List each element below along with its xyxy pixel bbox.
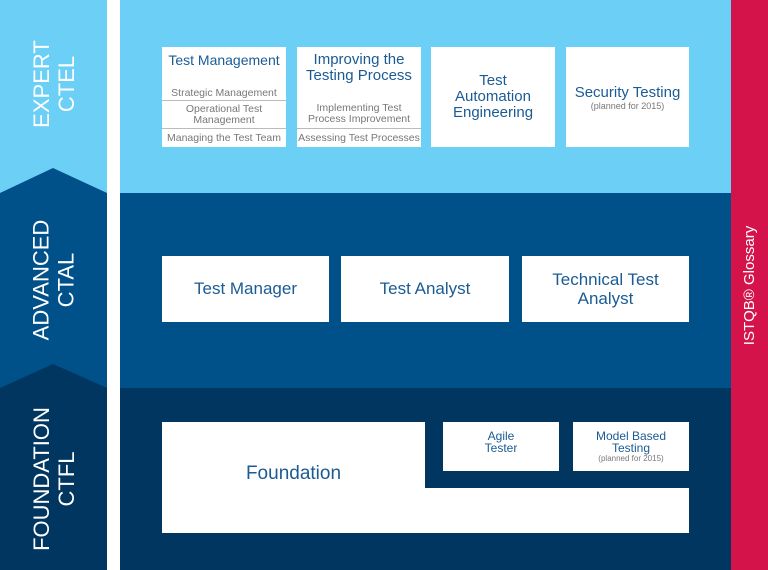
module-security-testing: Security Testing (planned for 2015) — [566, 47, 689, 147]
sub-module: Assessing Test Processes — [297, 128, 421, 147]
level-arrow-column — [0, 0, 107, 570]
module-note: (planned for 2015) — [598, 454, 664, 463]
module-test-manager: Test Manager — [162, 256, 329, 322]
module-test-analyst: Test Analyst — [341, 256, 509, 322]
sub-module: Operational Test Management — [162, 100, 286, 128]
module-agile-tester: Agile Tester — [443, 422, 559, 471]
glossary-bar: ISTQB® Glossary — [731, 0, 768, 570]
module-note: (planned for 2015) — [590, 100, 665, 111]
module-model-based-testing: Model Based Testing (planned for 2015) — [573, 422, 689, 471]
module-title: Foundation — [245, 463, 342, 484]
level-code: CTAL — [53, 252, 79, 308]
module-improving-testing-process: Improving the Testing Process Implementi… — [297, 47, 421, 147]
level-name: EXPERT — [28, 40, 54, 128]
module-title: Test Management — [168, 52, 280, 68]
sub-module: Implementing Test Process Improvement — [307, 102, 411, 126]
module-title: Technical Test Analyst — [552, 270, 659, 308]
module-title: Security Testing — [574, 83, 681, 101]
module-foundation — [162, 422, 425, 533]
module-title: Agile Tester — [484, 429, 518, 455]
module-title: Improving the Testing Process — [306, 51, 412, 84]
module-title: Test Analyst — [379, 279, 471, 298]
module-title: Test Automation Engineering — [452, 72, 534, 121]
level-code: CTEL — [53, 55, 79, 113]
module-title: Test Manager — [194, 279, 297, 298]
module-test-management: Test Management Strategic Management Ope… — [162, 47, 286, 147]
level-name: FOUNDATION — [28, 407, 54, 551]
module-test-automation: Test Automation Engineering — [431, 47, 555, 147]
sub-module: Managing the Test Team — [162, 128, 286, 147]
level-code: CTFL — [53, 451, 79, 507]
level-name: ADVANCED — [28, 219, 54, 341]
module-title: Model Based Testing — [595, 429, 667, 455]
module-foundation-extension — [420, 488, 689, 533]
glossary-label: ISTQB® Glossary — [741, 225, 759, 345]
sub-module: Strategic Management — [171, 86, 277, 99]
module-technical-test-analyst: Technical Test Analyst — [522, 256, 689, 322]
